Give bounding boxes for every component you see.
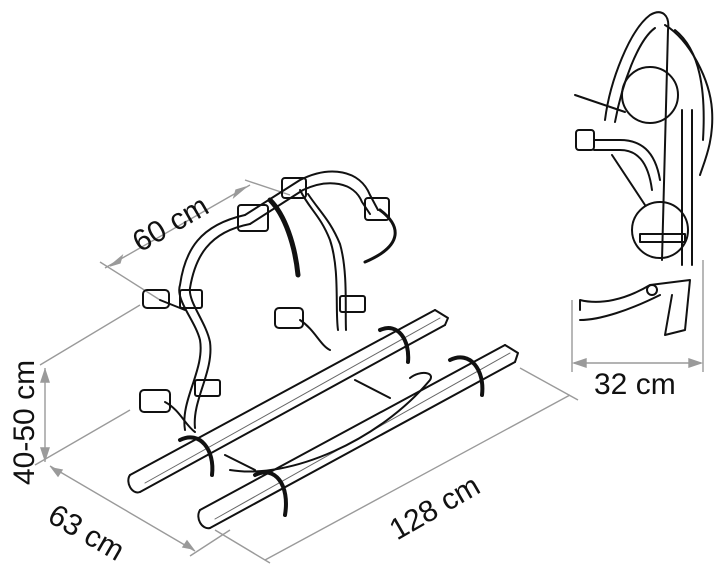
side-depth-label: 32 cm xyxy=(594,368,676,401)
dimension-lines xyxy=(34,179,704,564)
side-view-drawing xyxy=(574,11,714,336)
height-range-label: 40-50 cm xyxy=(8,359,41,485)
rack-drawing xyxy=(127,170,519,530)
